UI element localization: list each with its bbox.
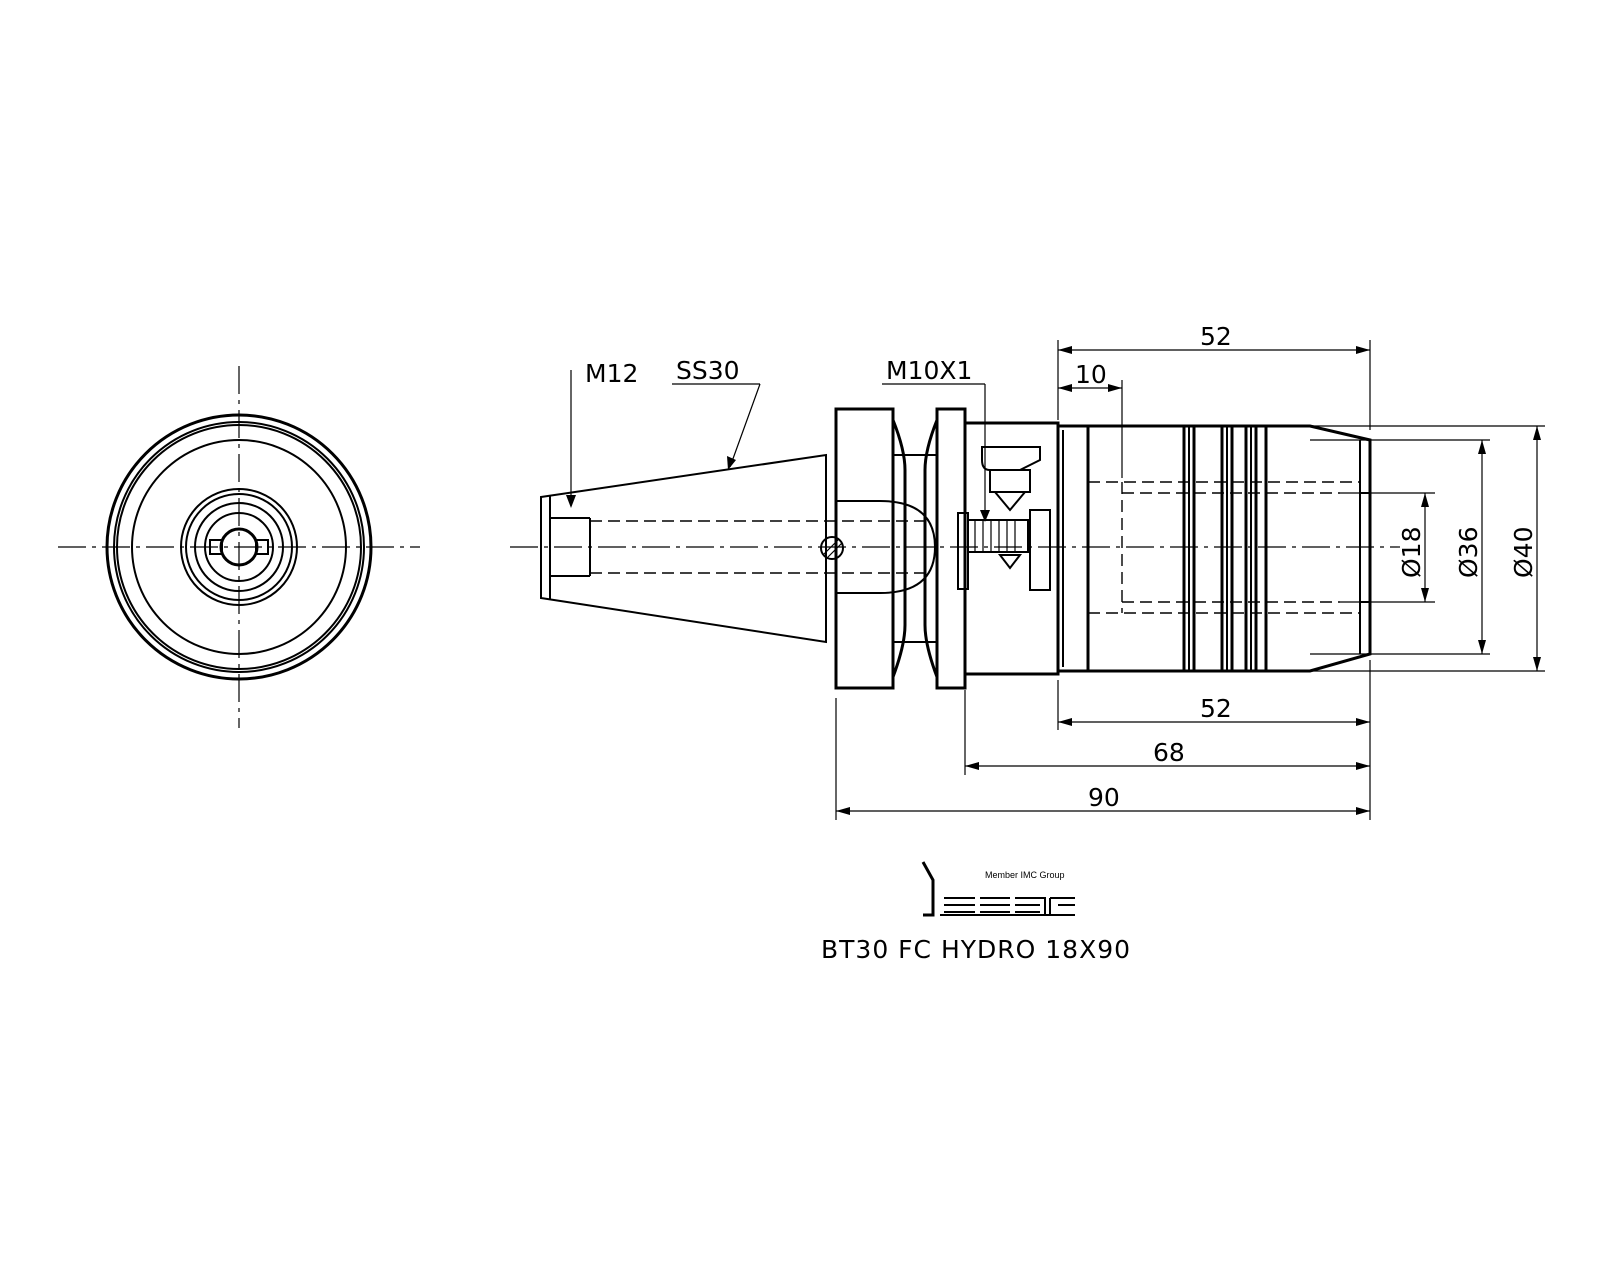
leaders [566,370,990,522]
iscar-logo: Member IMC Group [921,861,1075,917]
label-m10x1: M10X1 [886,356,972,385]
dimensions: M12 SS30 M10X1 52 10 52 68 90 Ø18 Ø36 Ø4… [585,322,1545,820]
dim-52-top: 52 [1200,322,1232,351]
dim-68: 68 [1153,738,1185,767]
logo-tagline: Member IMC Group [985,870,1065,880]
side-view [510,407,1400,690]
dim-dia-36: Ø36 [1454,527,1483,579]
label-ss30: SS30 [676,356,740,385]
dim-dia-40: Ø40 [1509,527,1538,579]
dim-10: 10 [1075,360,1107,389]
dim-52-bottom: 52 [1200,694,1232,723]
part-title: BT30 FC HYDRO 18X90 [821,935,1131,964]
dim-90: 90 [1088,783,1120,812]
label-m12: M12 [585,359,638,388]
end-view [58,366,420,728]
dim-dia-18: Ø18 [1397,527,1426,579]
